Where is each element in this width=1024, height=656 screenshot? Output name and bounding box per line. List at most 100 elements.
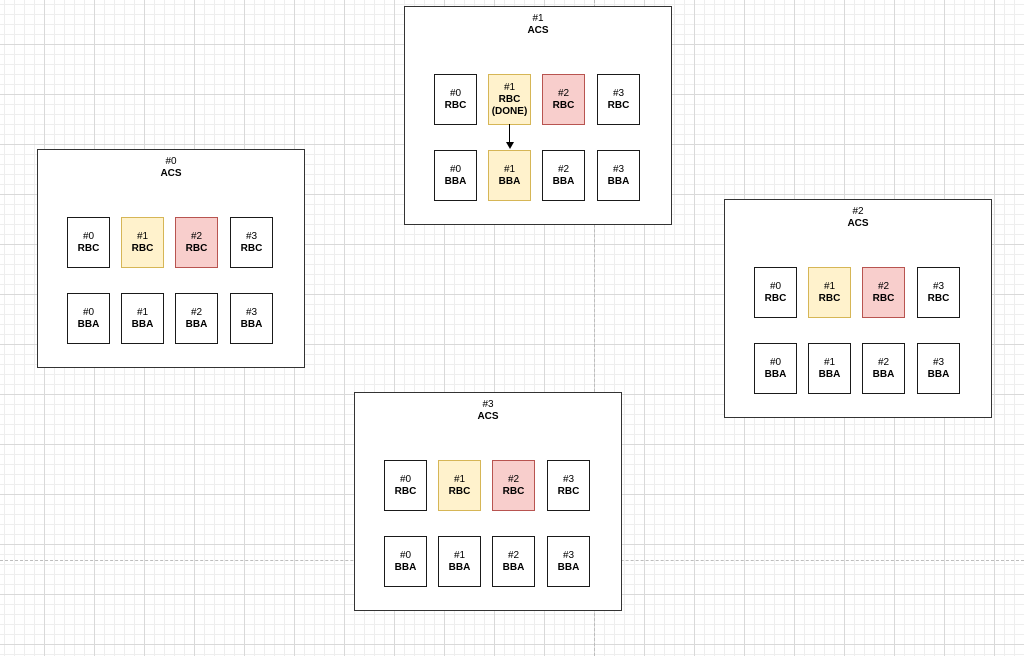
node-label: RBC: [557, 485, 580, 497]
node-number: #2: [507, 473, 520, 485]
node-label: RBC: [764, 292, 787, 304]
arrow-head-icon: [506, 142, 514, 149]
node-number: #3: [562, 549, 575, 561]
node-label: BBA: [77, 318, 100, 330]
node-label: BBA: [764, 368, 787, 380]
page-break-guide-vertical: [594, 0, 595, 656]
acs-title: #0 ACS: [38, 156, 304, 180]
node-label: BBA: [557, 561, 580, 573]
node-number: #3: [612, 163, 625, 175]
node-number: #3: [245, 230, 258, 242]
node-label: RBC: [502, 485, 525, 497]
node-number: #0: [399, 473, 412, 485]
node-number: #1: [503, 163, 516, 175]
node-number: #0: [449, 87, 462, 99]
node-number: #3: [932, 280, 945, 292]
node-label: RBC: [240, 242, 263, 254]
node-label: RBC: [818, 292, 841, 304]
node-number: #1: [136, 306, 149, 318]
acs-number: #1: [532, 13, 544, 24]
node-label: RBC: [77, 242, 100, 254]
node-label: BBA: [185, 318, 208, 330]
node-status: (DONE): [491, 105, 528, 117]
acs-number: #2: [852, 206, 864, 217]
acs-name: ACS: [160, 168, 182, 179]
node-number: #2: [557, 163, 570, 175]
node-number: #0: [769, 280, 782, 292]
node-label: BBA: [502, 561, 525, 573]
node-number: #2: [507, 549, 520, 561]
node-label: RBC: [607, 99, 630, 111]
node-label: RBC: [394, 485, 417, 497]
node-number: #1: [453, 473, 466, 485]
node-number: #3: [245, 306, 258, 318]
node-label: RBC: [185, 242, 208, 254]
node-number: #3: [932, 356, 945, 368]
acs-title: #2 ACS: [725, 206, 991, 230]
node-label: BBA: [444, 175, 467, 187]
node-label: RBC: [131, 242, 154, 254]
node-label: BBA: [498, 175, 521, 187]
node-label: RBC: [552, 99, 575, 111]
node-number: #1: [823, 280, 836, 292]
node-number: #3: [612, 87, 625, 99]
node-label: BBA: [394, 561, 417, 573]
node-number: #1: [136, 230, 149, 242]
node-number: #1: [823, 356, 836, 368]
node-number: #0: [769, 356, 782, 368]
node-number: #2: [877, 280, 890, 292]
node-number: #1: [453, 549, 466, 561]
node-label: RBC: [927, 292, 950, 304]
node-label: RBC: [448, 485, 471, 497]
acs-name: ACS: [847, 218, 869, 229]
node-label: RBC: [498, 93, 521, 105]
node-label: BBA: [607, 175, 630, 187]
node-label: RBC: [444, 99, 467, 111]
node-label: BBA: [552, 175, 575, 187]
connector-arrow[interactable]: [509, 124, 510, 146]
acs-title: #3 ACS: [355, 399, 621, 423]
node-label: BBA: [240, 318, 263, 330]
node-label: BBA: [872, 368, 895, 380]
node-number: #2: [190, 306, 203, 318]
node-number: #0: [82, 306, 95, 318]
node-label: BBA: [131, 318, 154, 330]
node-label: RBC: [872, 292, 895, 304]
